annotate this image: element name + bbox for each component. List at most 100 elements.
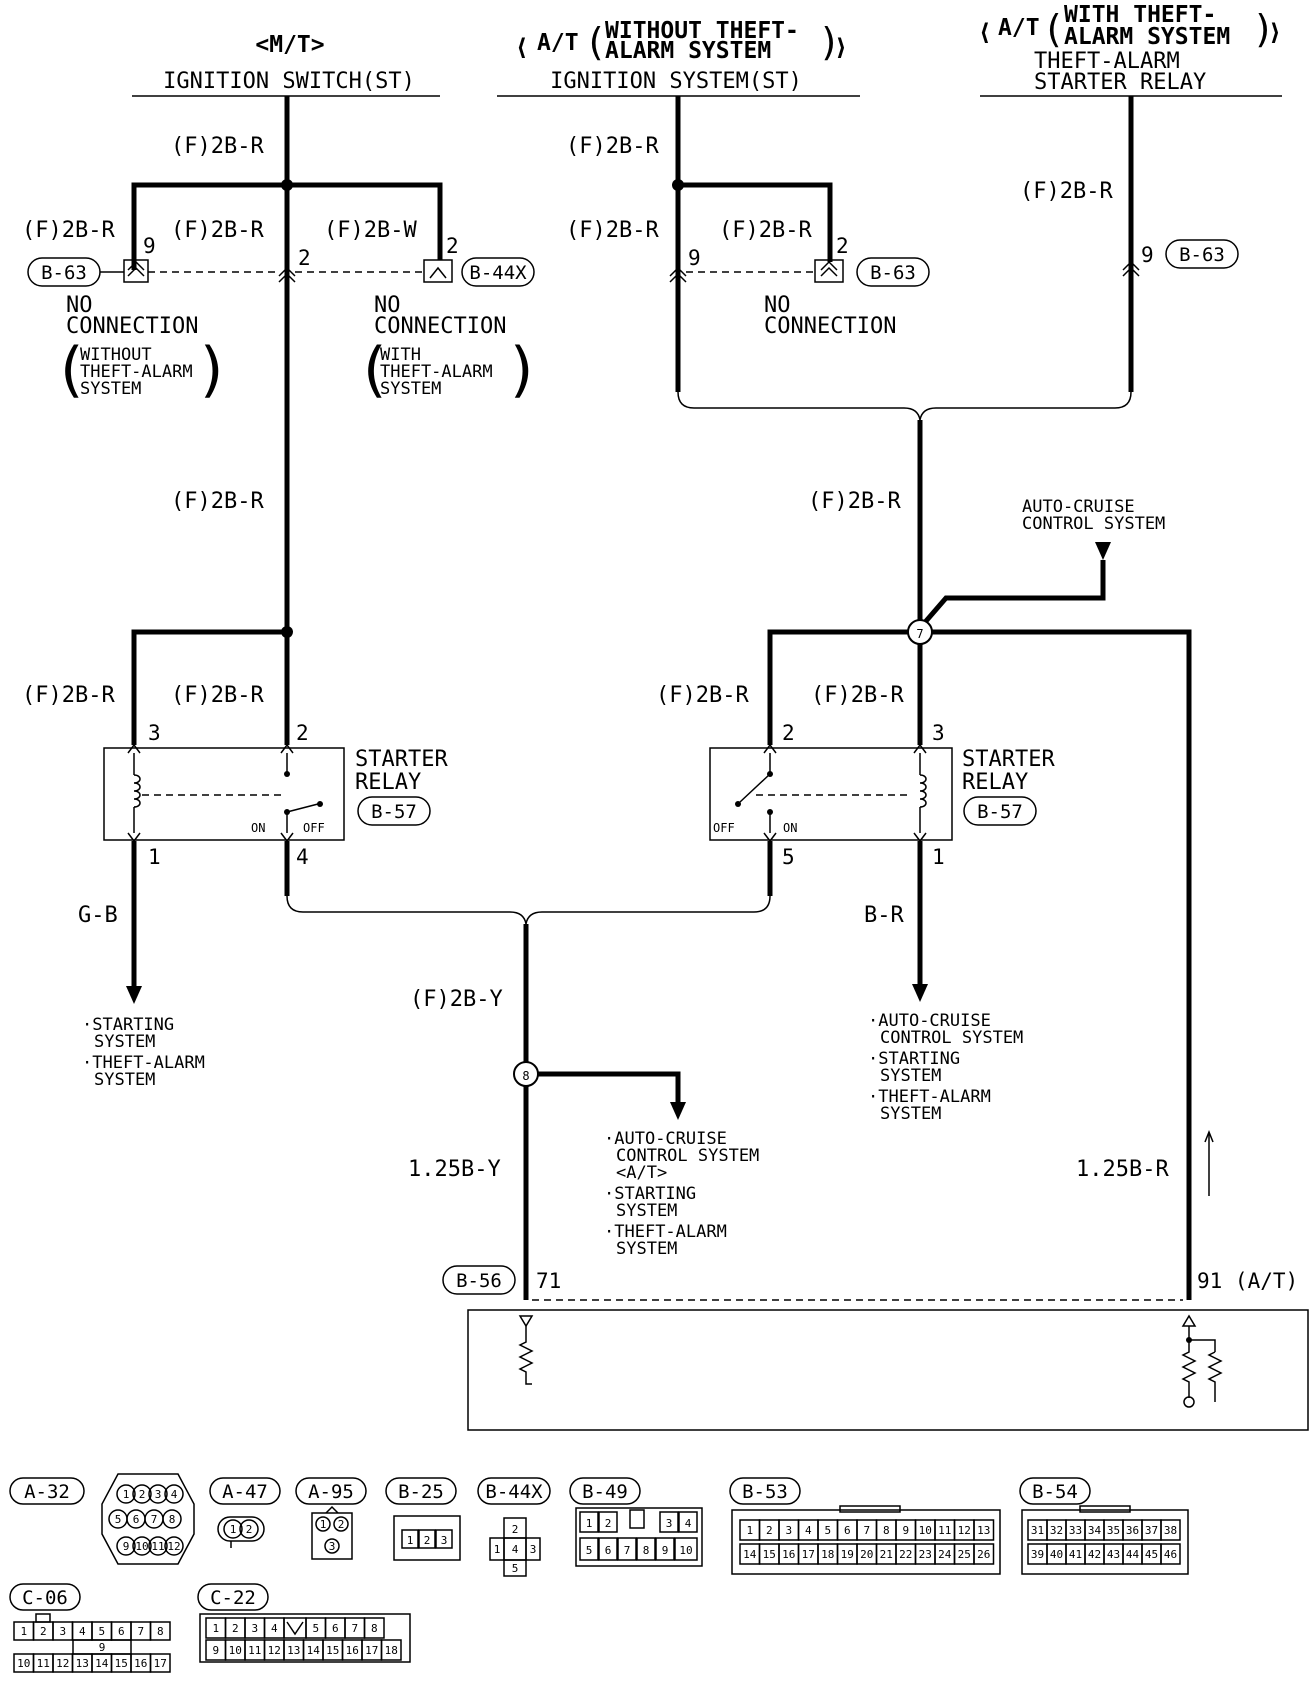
wire-label-f2br: (F)2B-R: [171, 218, 264, 243]
mt-relay-feed-wire: [131, 629, 287, 745]
pin-label-5: 5: [782, 845, 795, 869]
pin-number: 45: [1145, 1548, 1158, 1561]
pin-number: 2: [605, 1517, 612, 1530]
connector-view-b44x: B-44X 2 1 4 3 5: [477, 1477, 551, 1577]
pin-number: 19: [841, 1548, 854, 1561]
pin-number: 1: [320, 1518, 327, 1531]
pin-label-9: 9: [1141, 243, 1154, 267]
at1-mode-label: A/T: [537, 30, 579, 56]
junction-8-label: 8: [522, 1069, 529, 1083]
connector-id-b63: B-63: [870, 262, 916, 284]
pin-label-3: 3: [932, 721, 945, 745]
starter-relay-label-line1: STARTER: [962, 747, 1055, 772]
relay-switch-arm: [739, 773, 771, 803]
pin-number: 9: [123, 1540, 130, 1553]
b56-connector-tag: [442, 1265, 516, 1295]
connector-view-id: A-95: [308, 1481, 354, 1503]
pin-number: 4: [685, 1517, 692, 1530]
pin-number: 17: [802, 1548, 815, 1561]
pin-cell: [223, 1519, 243, 1539]
pin-number: 1: [123, 1488, 130, 1501]
wire-label-f2br: (F)2B-R: [171, 683, 264, 708]
at1-branch-wire: [678, 182, 833, 262]
pin-number: 9: [212, 1644, 219, 1657]
pin-number: 1: [494, 1543, 501, 1556]
pin-cell: [678, 1511, 698, 1533]
pin-number: 4: [805, 1524, 812, 1537]
terminal-ring: [1183, 1396, 1195, 1408]
at2-starter-relay-title: STARTER RELAY: [1034, 70, 1206, 95]
at1-left-paren: (: [584, 20, 607, 64]
pin-number: 15: [763, 1548, 776, 1561]
wire-label-f2br: (F)2B-R: [566, 134, 659, 159]
pin-9-chevron: [1122, 260, 1140, 277]
pin-number: 4: [79, 1625, 86, 1638]
arrow-down-icon: [670, 1102, 686, 1120]
connector-tag: [729, 1477, 801, 1505]
wire-label-f2br: (F)2B-R: [171, 489, 264, 514]
pin-cell: [162, 1509, 182, 1529]
terminal-double-chevron: [820, 260, 838, 277]
pin-number: 10: [679, 1544, 692, 1557]
pin-number: 5: [312, 1622, 319, 1635]
pin-number: 5: [115, 1513, 122, 1526]
relay-coil-icon: [133, 774, 141, 808]
pin-label-3: 3: [148, 721, 161, 745]
pin-number: 35: [1107, 1524, 1120, 1537]
destination-theft-alarm-line2: SYSTEM: [94, 1070, 155, 1090]
terminal-triangle: [1181, 1314, 1197, 1327]
at2-condition-line2: ALARM SYSTEM: [1064, 24, 1230, 50]
pin-number: 12: [268, 1644, 281, 1657]
pin-number: 21: [880, 1548, 893, 1561]
connector-view-id: A-32: [24, 1481, 70, 1503]
pin-number: 8: [643, 1544, 650, 1557]
pin-number: 9: [99, 1641, 106, 1654]
without-theft-alarm-line3: SYSTEM: [80, 379, 141, 399]
wire-label-f2br: (F)2B-R: [811, 683, 904, 708]
pin-cell: [659, 1511, 679, 1533]
wire-label-f2br: (F)2B-R: [171, 134, 264, 159]
connector-housing: [199, 1613, 411, 1663]
connector-key: [325, 1505, 339, 1514]
pin-number: 1: [407, 1534, 414, 1547]
engine-control-module-box: [467, 1309, 1309, 1431]
pin-cell: [579, 1511, 599, 1533]
pin-number: 34: [1088, 1524, 1102, 1537]
header-at-with-theft-alarm: ⟨ A/T ( WITH THEFT- ALARM SYSTEM ) ⟩ THE…: [978, 2, 1282, 97]
pin-cell: [380, 1639, 402, 1661]
connector-tag: [295, 1477, 367, 1505]
pin-cell: [149, 1653, 171, 1673]
pin-cell: [164, 1484, 184, 1504]
with-theft-alarm-line3: SYSTEM: [380, 379, 441, 399]
pin-number: 2: [424, 1534, 431, 1547]
pin-label-2: 2: [782, 721, 795, 745]
pin-number: 3: [329, 1540, 336, 1553]
starter-relay-label-line2: RELAY: [962, 770, 1028, 795]
pin-number: 23: [919, 1548, 932, 1561]
pin-number: 8: [371, 1622, 378, 1635]
connector-view-id: C-22: [210, 1587, 256, 1609]
junction-8-branch-wire: [538, 1071, 681, 1104]
junction-7: [907, 619, 933, 645]
connector-tag: [209, 1477, 281, 1505]
pin-label-9: 9: [143, 234, 156, 258]
connector-id-b63: B-63: [41, 262, 87, 284]
no-connection-line2: CONNECTION: [764, 314, 896, 339]
pin-number: 13: [76, 1657, 89, 1670]
at2-right-paren: ): [1252, 7, 1275, 51]
pin-number: 12: [167, 1540, 180, 1553]
mt-branch-wires: [131, 182, 443, 270]
connector-tag: [569, 1477, 641, 1505]
pin-number: 7: [351, 1622, 358, 1635]
connector-housing: [393, 1515, 461, 1561]
resistor-icon: [1181, 1340, 1197, 1398]
pin-number: 26: [977, 1548, 990, 1561]
pin-number: 10: [919, 1524, 932, 1537]
pin-number: 15: [326, 1644, 339, 1657]
b57-connector-tag: [357, 796, 431, 826]
connector-id-b57: B-57: [977, 801, 1023, 823]
